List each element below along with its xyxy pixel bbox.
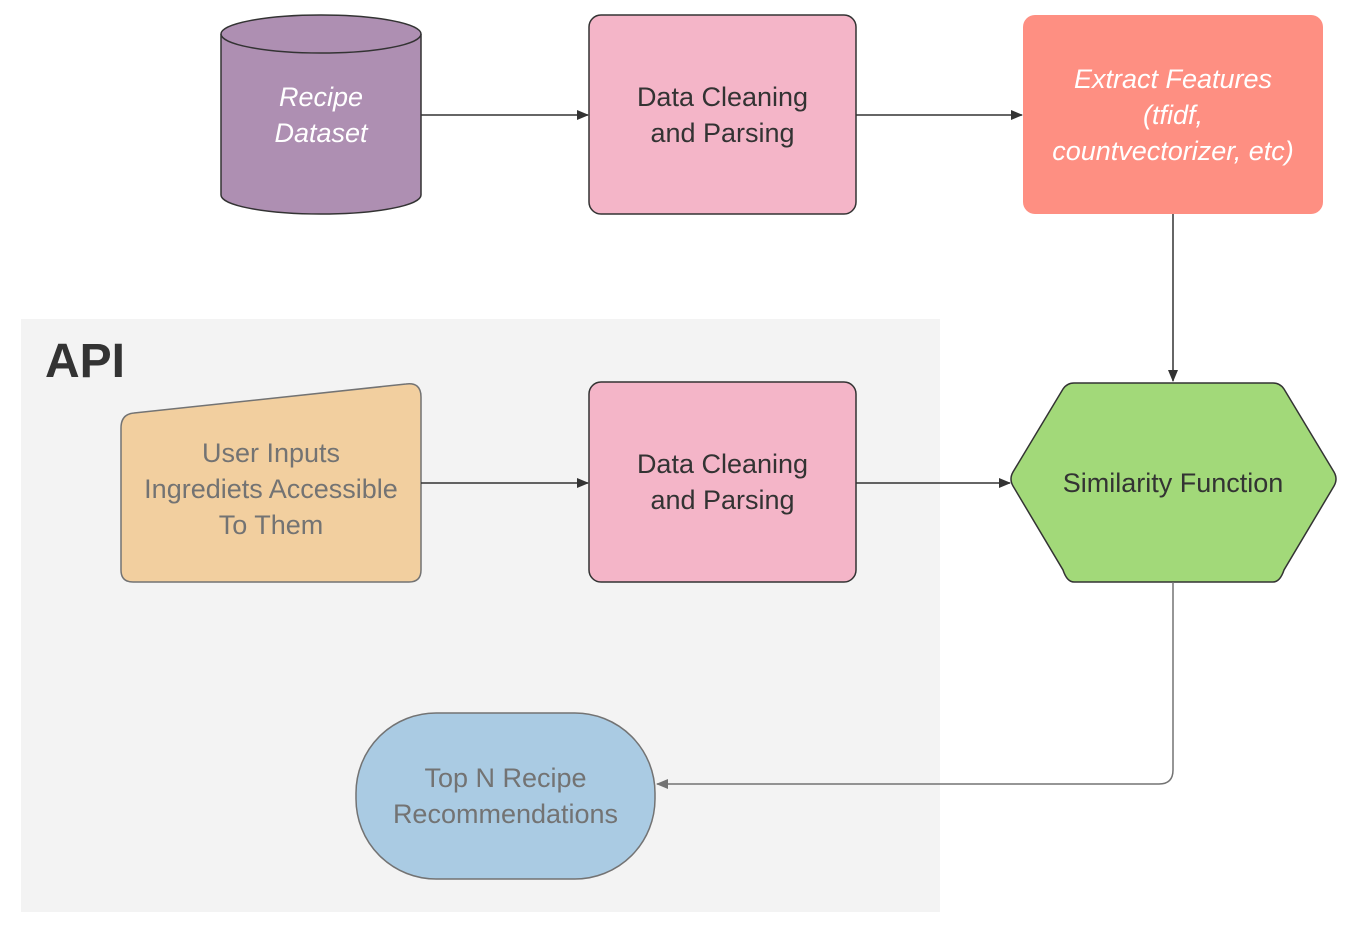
data-cleaning-top-node[interactable] bbox=[588, 14, 857, 215]
recipe-dataset-node[interactable] bbox=[220, 14, 422, 215]
arrow-similarity-to-topn bbox=[656, 582, 1174, 789]
data-cleaning-api-node[interactable] bbox=[588, 381, 857, 583]
top-n-node[interactable] bbox=[355, 712, 656, 880]
similarity-function-node[interactable] bbox=[1010, 382, 1337, 583]
extract-features-node[interactable] bbox=[1023, 15, 1323, 214]
api-group-title: API bbox=[45, 335, 126, 388]
user-inputs-node[interactable] bbox=[120, 383, 422, 583]
